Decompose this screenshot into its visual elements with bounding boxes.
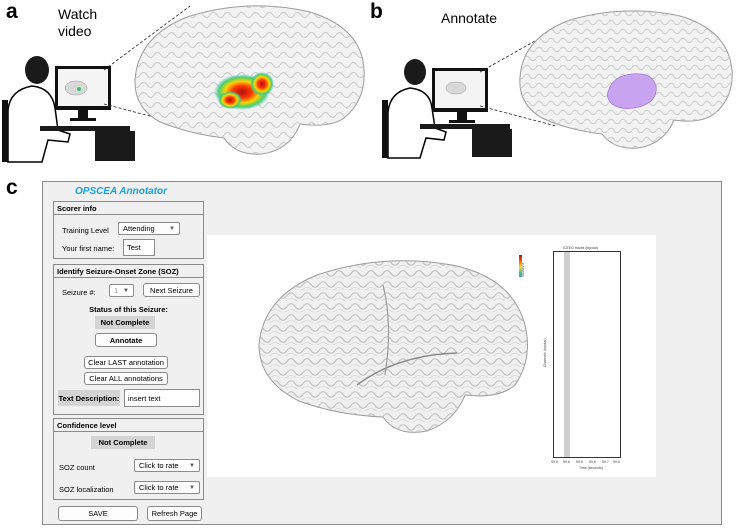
seizure-status-label: Status of this Seizure: <box>89 305 168 314</box>
plot-xtick: 59.7 <box>602 460 609 464</box>
monitor-icon <box>55 66 111 121</box>
training-level-label: Training Level <box>62 226 109 235</box>
monitor-icon <box>432 68 488 123</box>
plot-xtick: 59.6 <box>563 460 570 464</box>
panel-a-letter: a <box>6 0 18 23</box>
brain-image-a <box>134 5 365 155</box>
soz-count-label: SOZ count <box>59 463 95 472</box>
divider <box>54 214 203 215</box>
plot-xtick: 59.6 <box>589 460 596 464</box>
seizure-number-dropdown[interactable]: 1 ▼ <box>109 284 134 297</box>
panel-a-illustration <box>2 5 365 163</box>
colorbar-label: z-scored <box>521 263 525 277</box>
panel-c-letter: c <box>6 176 18 199</box>
soz-localization-dropdown[interactable]: Click to rate ▼ <box>134 481 200 494</box>
clear-last-annotation-button[interactable]: Clear LAST annotation <box>84 356 168 369</box>
person-icon <box>2 56 71 163</box>
plot-xtick: 59.5 <box>551 460 558 464</box>
clear-all-annotations-button[interactable]: Clear ALL annotations <box>84 372 168 385</box>
plot-ylabel: Channels (bipolar) <box>543 338 547 367</box>
panel-b-caption: Annotate <box>441 10 498 26</box>
plot-xlabel: Time (seconds) <box>579 466 603 470</box>
soz-count-value: Click to rate <box>139 461 179 470</box>
soz-localization-value: Click to rate <box>139 483 179 492</box>
scorer-info-title: Scorer info <box>57 204 97 213</box>
text-description-field[interactable]: insert text <box>124 389 200 407</box>
iceeg-trace-plot <box>553 251 621 458</box>
annotator-window: OPSCEA Annotator Scorer info Training Le… <box>42 181 722 525</box>
soz-count-dropdown[interactable]: Click to rate ▼ <box>134 459 200 472</box>
confidence-status-badge: Not Complete <box>91 436 155 449</box>
visualization-area: z-scored ICEEG traces (bipolar) Channels… <box>207 235 656 477</box>
training-level-dropdown[interactable]: Attending ▼ <box>118 222 180 235</box>
refresh-page-button[interactable]: Refresh Page <box>147 506 202 521</box>
divider <box>54 277 203 278</box>
chevron-down-icon: ▼ <box>189 462 195 469</box>
confidence-title: Confidence level <box>57 421 117 430</box>
chevron-down-icon: ▼ <box>169 225 175 232</box>
colorbar <box>519 255 522 277</box>
seizure-number-label: Seizure #: <box>62 288 96 297</box>
time-cursor-band <box>564 252 570 457</box>
person-icon <box>382 59 447 159</box>
plot-title: ICEEG traces (bipolar) <box>563 246 599 250</box>
scorer-info-group: Scorer info Training Level Attending ▼ Y… <box>53 201 204 259</box>
first-name-field[interactable]: Test <box>123 239 155 256</box>
brain-image-b <box>519 10 733 149</box>
annotation-region <box>607 73 657 109</box>
next-seizure-button[interactable]: Next Seizure <box>143 283 200 297</box>
training-level-value: Attending <box>123 224 155 233</box>
soz-title: Identify Seizure-Onset Zone (SOZ) <box>57 267 179 276</box>
chevron-down-icon: ▼ <box>123 287 129 294</box>
plot-xtick: 59.6 <box>576 460 583 464</box>
soz-localization-label: SOZ localization <box>59 485 114 494</box>
plot-xtick: 59.8 <box>613 460 620 464</box>
panel-a-caption-line1: Watch <box>58 6 98 22</box>
seizure-status-badge: Not Complete <box>95 316 155 329</box>
panel-a-caption-line2: video <box>58 23 92 39</box>
panel-b-letter: b <box>370 0 383 23</box>
panel-a-caption: Watch video <box>58 6 97 40</box>
divider <box>54 431 203 432</box>
confidence-group: Confidence level Not Complete SOZ count … <box>53 418 204 500</box>
brain-render <box>258 255 528 433</box>
save-button[interactable]: SAVE <box>58 506 138 521</box>
soz-group: Identify Seizure-Onset Zone (SOZ) Seizur… <box>53 264 204 415</box>
first-name-label: Your first name: <box>62 244 115 253</box>
annotate-button[interactable]: Annotate <box>95 333 157 347</box>
seizure-number-value: 1 <box>114 286 119 295</box>
chevron-down-icon: ▼ <box>189 484 195 491</box>
text-description-label: Text Description: <box>58 390 120 406</box>
panel-b-illustration <box>382 10 733 159</box>
app-title: OPSCEA Annotator <box>75 186 168 197</box>
